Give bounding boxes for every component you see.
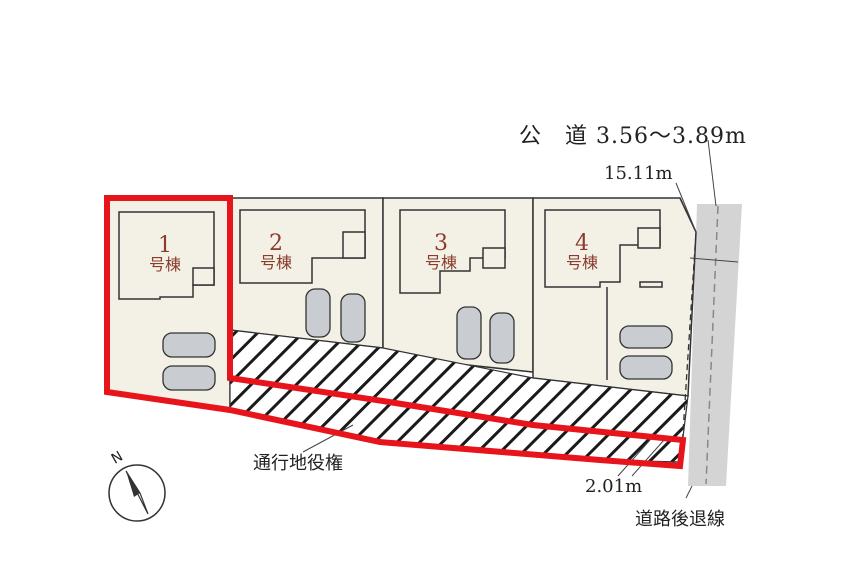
road-centerline xyxy=(705,205,719,485)
car xyxy=(305,288,331,338)
car xyxy=(619,325,673,349)
unit-4-label: 4 号棟 xyxy=(547,232,617,272)
unit-2-label: 2 号棟 xyxy=(241,232,311,272)
building-2 xyxy=(239,209,366,284)
building-4 xyxy=(544,209,661,288)
setback-label: 道路後退線 xyxy=(635,509,725,530)
compass-icon xyxy=(108,464,166,522)
setback-line xyxy=(679,197,697,449)
lot-1-highlight xyxy=(104,195,687,470)
easement-width-label: 2.01m xyxy=(585,476,643,497)
unit-3-label: 3 号棟 xyxy=(406,232,476,272)
car xyxy=(489,312,515,364)
unit-number: 1 xyxy=(158,233,172,258)
public-road xyxy=(688,204,742,486)
car xyxy=(162,332,216,358)
unit-name: 号棟 xyxy=(424,253,457,273)
unit-number: 3 xyxy=(434,231,448,256)
unit-name: 号棟 xyxy=(148,255,181,275)
car xyxy=(162,365,216,391)
parking-cars xyxy=(162,288,673,391)
unit-number: 2 xyxy=(269,231,283,256)
building-3 xyxy=(399,209,506,294)
car xyxy=(619,355,673,380)
frontage-label: 15.11m xyxy=(604,163,673,184)
unit-name: 号棟 xyxy=(259,253,292,273)
easement-label: 通行地役権 xyxy=(253,453,343,474)
road-label: 公 道 3.56～3.89m xyxy=(519,124,747,149)
car xyxy=(456,306,482,360)
leader-lines xyxy=(302,139,739,499)
buildings xyxy=(118,209,663,380)
unit-1-label: 1 号棟 xyxy=(130,234,200,274)
building-1 xyxy=(118,211,215,300)
car xyxy=(340,293,366,343)
unit-number: 4 xyxy=(575,231,589,256)
unit-name: 号棟 xyxy=(565,253,598,273)
